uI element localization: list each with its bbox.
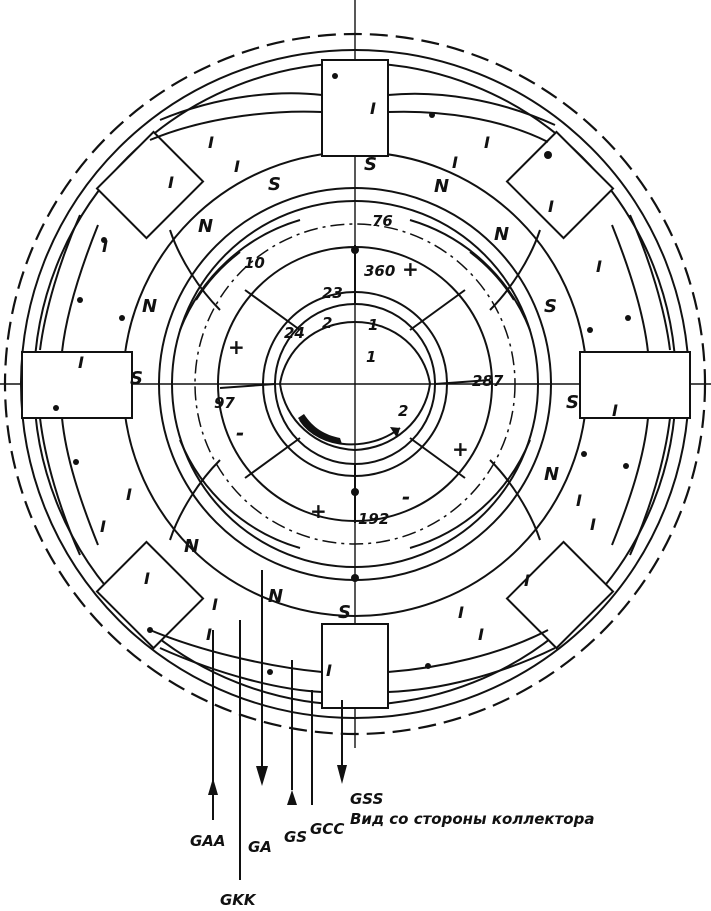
winding-marker: I [234, 157, 240, 176]
pole-label-n: N [268, 586, 283, 607]
winding-marker: I [326, 661, 332, 680]
pole-label-s: S [268, 174, 281, 195]
winding-marker: I [596, 257, 602, 276]
plus-sign: + [228, 335, 245, 359]
lead-label-gss: GSS [350, 790, 383, 808]
winding-marker: I [524, 571, 530, 590]
pole-label-s: S [130, 368, 143, 389]
number-1: 1 [366, 348, 376, 366]
number-76: 76 [372, 212, 393, 230]
minus-sign: - [402, 485, 410, 509]
winding-marker: I [370, 99, 376, 118]
winding-marker: I [548, 197, 554, 216]
winding-marker: I [478, 625, 484, 644]
pole-upper-left [95, 130, 205, 240]
winding-marker: I [576, 491, 582, 510]
winding-marker: I [452, 153, 458, 172]
pole-label-n: N [494, 224, 509, 245]
number-10: 10 [244, 254, 265, 272]
minus-sign: - [236, 421, 244, 445]
number-2: 2 [398, 402, 408, 420]
lead-wires [208, 570, 347, 880]
lead-label-gs: GS [284, 828, 307, 846]
dashdot-ring [194, 223, 516, 545]
number-24: 24 [284, 324, 305, 342]
winding-marker: I [212, 595, 218, 614]
rotation-band [298, 414, 342, 444]
brush-bands [179, 219, 531, 549]
terminals [53, 73, 631, 675]
pole-label-s: S [566, 392, 579, 413]
plus-sign: + [452, 437, 469, 461]
number-97: 97 [214, 394, 235, 412]
view-caption: Вид со стороны коллектора [350, 810, 594, 828]
lead-labels: GAA GA GS GCC GKK [190, 820, 344, 909]
pole-bottom [321, 623, 389, 709]
polarity-markers: + + + + - - [228, 257, 469, 523]
winding-marker: I [102, 237, 108, 256]
pole-label-n: N [184, 536, 199, 557]
pole-lower-left [95, 540, 205, 650]
pole-right [579, 351, 691, 419]
rotation-arrowhead [390, 427, 400, 438]
pole-upper-right [505, 130, 615, 240]
number-192: 192 [358, 510, 389, 528]
s-pole-labels: S S S S S S [130, 154, 579, 623]
winding-marker: I [208, 133, 214, 152]
winding-marker: I [144, 569, 150, 588]
pole-label-s: S [338, 602, 351, 623]
commutator-core [278, 320, 432, 452]
pole-top [321, 59, 389, 157]
lead-label-ga: GA [248, 838, 272, 856]
number-23: 23 [322, 284, 343, 302]
lead-label-gkk: GKK [220, 891, 257, 909]
lead-label-gcc: GCC [310, 820, 344, 838]
number-360: 360 [364, 262, 395, 280]
field-coils [39, 92, 671, 693]
pole-lower-right [505, 540, 615, 650]
pole-label-n: N [142, 296, 157, 317]
pole-label-n: N [434, 176, 449, 197]
winding-markers: I I I I I I I I I I I I I I I I I I I I … [78, 99, 618, 680]
number-287: 287 [472, 372, 504, 390]
winding-marker: I [100, 517, 106, 536]
pole-pieces [21, 59, 691, 709]
pole-label-s: S [544, 296, 557, 317]
connection-numbers: 76 360 10 23 24 2 1 1 2 97 287 192 [214, 212, 504, 528]
winding-marker: I [612, 401, 618, 420]
n-pole-labels: N N N N N N N [142, 176, 559, 607]
winding-marker: I [126, 485, 132, 504]
pole-label-n: N [544, 464, 559, 485]
winding-marker: I [590, 515, 596, 534]
pole-label-s: S [364, 154, 377, 175]
winding-marker: I [206, 625, 212, 644]
winding-marker: I [484, 133, 490, 152]
plus-sign: + [310, 499, 327, 523]
outer-dashed-ring [3, 32, 707, 736]
winding-marker: I [168, 173, 174, 192]
winding-marker: I [78, 353, 84, 372]
pole-label-n: N [198, 216, 213, 237]
connection-ring-2 [171, 200, 539, 568]
number-2: 2 [322, 314, 332, 332]
number-1: 1 [368, 316, 378, 334]
lead-label-gaa: GAA [190, 832, 226, 850]
winding-marker: I [458, 603, 464, 622]
plus-sign: + [402, 257, 419, 281]
pole-left [21, 351, 133, 419]
